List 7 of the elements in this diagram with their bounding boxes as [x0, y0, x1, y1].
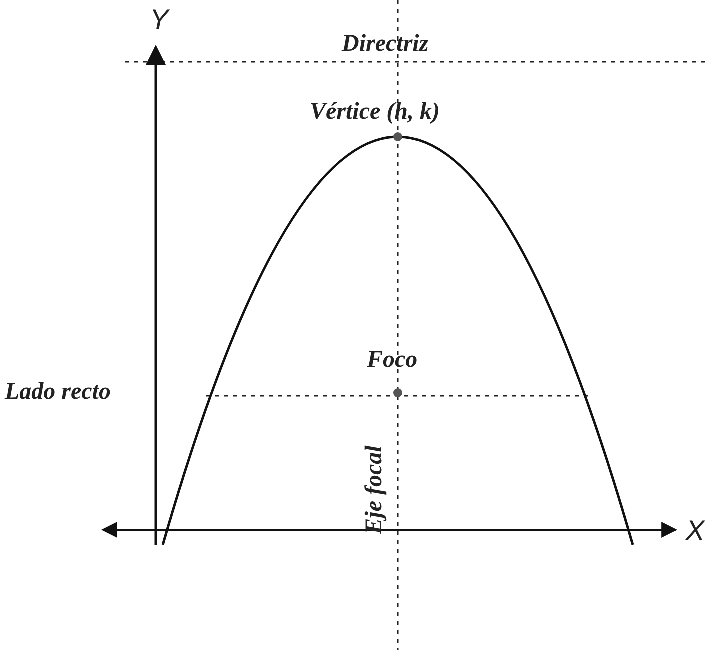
focal-axis-label: Eje focal: [362, 446, 386, 534]
focus-label: Foco: [367, 348, 418, 372]
axis-label: Y: [150, 6, 169, 34]
axis-label: X: [686, 517, 705, 545]
latus-rectum-label: Lado recto: [5, 380, 111, 404]
directrix-label: Directriz: [342, 32, 429, 56]
vertex-label: Vértice (h, k): [310, 100, 440, 124]
